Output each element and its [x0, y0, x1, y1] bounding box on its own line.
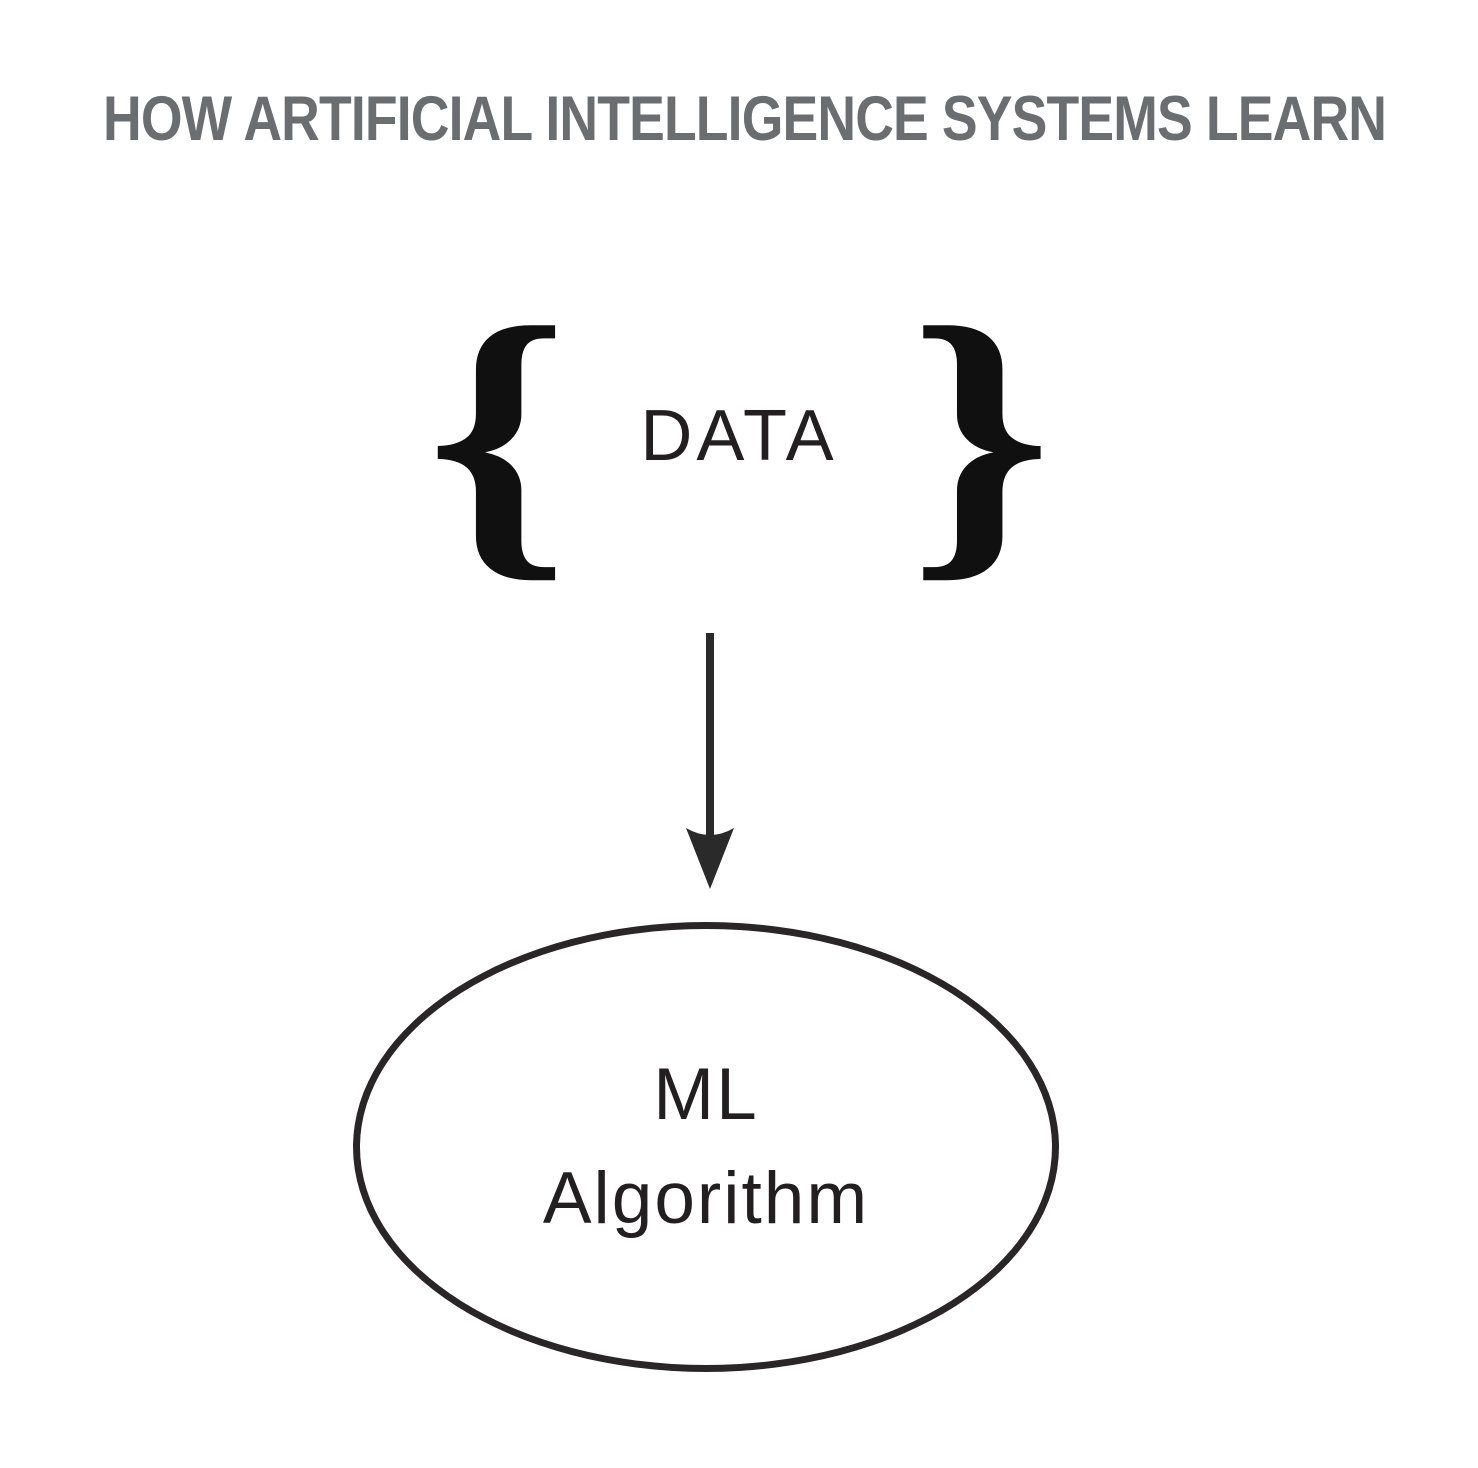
arrow-head [686, 828, 734, 889]
right-brace: } [909, 264, 1053, 606]
data-label: DATA [640, 395, 838, 476]
page-title: HOW ARTIFICIAL INTELLIGENCE SYSTEMS LEAR… [103, 84, 1387, 154]
ml-node-label-line2: Algorithm [542, 1158, 870, 1239]
ml-algorithm-node: ML Algorithm [353, 922, 1059, 1372]
data-set-group: { DATA } [0, 263, 1478, 608]
left-brace: { [425, 264, 569, 606]
arrow-down-icon [686, 633, 734, 889]
ml-node-label-line1: ML [653, 1054, 759, 1136]
